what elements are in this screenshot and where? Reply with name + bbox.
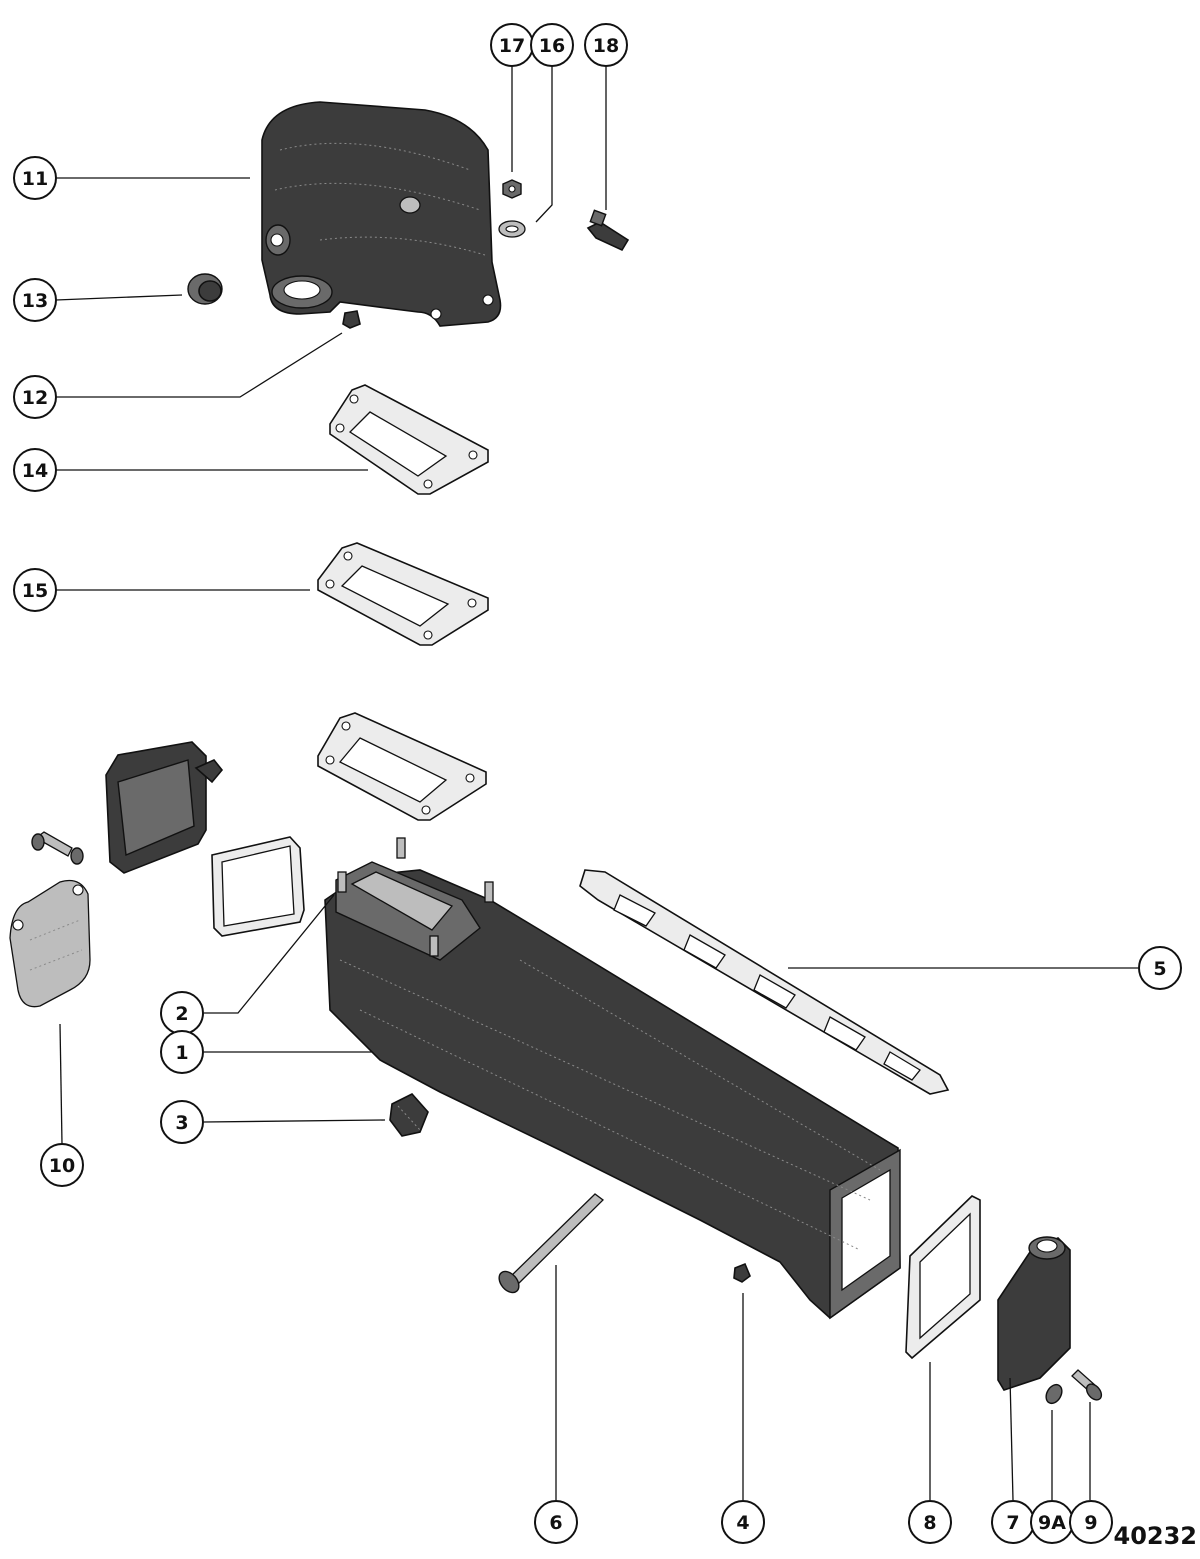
callout-7[interactable]: 7 <box>991 1500 1035 1544</box>
callout-15-label: 15 <box>22 580 48 602</box>
callout-11[interactable]: 11 <box>13 156 57 200</box>
callout-3-label: 3 <box>175 1112 188 1134</box>
part-5-manifold-gasket <box>579 869 950 1095</box>
callout-13[interactable]: 13 <box>13 278 57 322</box>
callout-9-label: 9 <box>1084 1512 1097 1534</box>
part-15-gasket <box>317 542 489 646</box>
part-10-bracket <box>9 879 91 1008</box>
callout-6[interactable]: 6 <box>534 1500 578 1544</box>
part-9-bolt <box>1071 1369 1103 1401</box>
callout-15[interactable]: 15 <box>13 568 57 612</box>
callout-16[interactable]: 16 <box>530 23 574 67</box>
cover-bolt <box>31 831 84 865</box>
callout-11-label: 11 <box>22 168 48 190</box>
part-8-gasket <box>905 1195 981 1360</box>
leader-lines <box>55 66 1138 1501</box>
callout-5-label: 5 <box>1153 958 1166 980</box>
callout-9a[interactable]: 9A <box>1030 1500 1074 1544</box>
part-14-gasket <box>329 384 489 495</box>
callout-4-label: 4 <box>736 1512 749 1534</box>
callout-1[interactable]: 1 <box>160 1030 204 1074</box>
callout-18[interactable]: 18 <box>584 23 628 67</box>
part-6-bolt <box>498 1193 604 1294</box>
part-13-plug <box>187 273 223 305</box>
part-12-drain-plug <box>342 310 361 329</box>
part-4-plug <box>733 1262 751 1283</box>
callout-10[interactable]: 10 <box>40 1143 84 1187</box>
callout-2-label: 2 <box>175 1003 188 1025</box>
callout-7-label: 7 <box>1006 1512 1019 1534</box>
callout-4[interactable]: 4 <box>721 1500 765 1544</box>
part-1-exhaust-manifold <box>324 837 901 1320</box>
callout-16-label: 16 <box>539 35 565 57</box>
upper-manifold-gasket <box>317 712 487 821</box>
callout-2[interactable]: 2 <box>160 991 204 1035</box>
callout-5[interactable]: 5 <box>1138 946 1182 990</box>
part-11-exhaust-elbow <box>261 101 502 327</box>
part-17-nut <box>502 179 522 199</box>
end-cover-plate <box>105 741 224 874</box>
part-7-end-fitting <box>997 1236 1071 1391</box>
callout-12-label: 12 <box>22 387 48 409</box>
callout-18-label: 18 <box>593 35 619 57</box>
part-18-fitting <box>586 209 630 252</box>
part-16-washer <box>498 220 526 238</box>
end-plate-gasket <box>211 836 305 937</box>
callout-14[interactable]: 14 <box>13 448 57 492</box>
callout-8[interactable]: 8 <box>908 1500 952 1544</box>
callout-1-label: 1 <box>175 1042 188 1064</box>
callout-6-label: 6 <box>549 1512 562 1534</box>
callout-9a-label: 9A <box>1038 1512 1066 1534</box>
callout-9[interactable]: 9 <box>1069 1500 1113 1544</box>
callout-8-label: 8 <box>923 1512 936 1534</box>
callout-14-label: 14 <box>22 460 48 482</box>
callout-12[interactable]: 12 <box>13 375 57 419</box>
part-9a-washer <box>1045 1383 1063 1405</box>
figure-number: 40232 <box>1114 1522 1198 1550</box>
callout-3[interactable]: 3 <box>160 1100 204 1144</box>
part-3-plug <box>389 1093 429 1137</box>
callout-17[interactable]: 17 <box>490 23 534 67</box>
callout-17-label: 17 <box>499 35 525 57</box>
callout-13-label: 13 <box>22 290 48 312</box>
callout-10-label: 10 <box>49 1155 75 1177</box>
